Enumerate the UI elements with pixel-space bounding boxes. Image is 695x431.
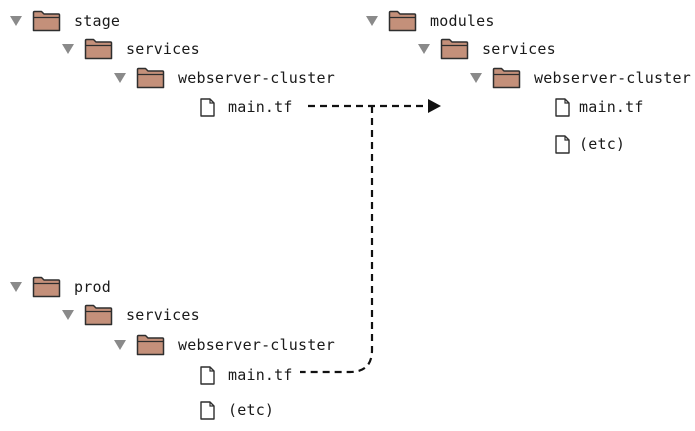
- triangle-down-icon[interactable]: [10, 282, 22, 292]
- tree-file-stage-main-tf[interactable]: main.tf: [200, 95, 293, 119]
- triangle-down-icon[interactable]: [62, 310, 74, 320]
- folder-label-webserver-cluster: webserver-cluster: [534, 69, 691, 87]
- folder-label-stage: stage: [74, 12, 121, 30]
- folder-icon: [136, 334, 165, 356]
- tree-file-prod-main-tf[interactable]: main.tf: [200, 363, 293, 387]
- file-label-etc: (etc): [579, 135, 626, 153]
- folder-label-services: services: [126, 40, 200, 58]
- triangle-down-icon[interactable]: [470, 73, 482, 83]
- folder-icon: [492, 67, 521, 89]
- folder-label-webserver-cluster: webserver-cluster: [178, 336, 335, 354]
- tree-node-stage-webserver-cluster[interactable]: webserver-cluster: [114, 66, 335, 90]
- triangle-down-icon[interactable]: [62, 44, 74, 54]
- folder-label-webserver-cluster: webserver-cluster: [178, 69, 335, 87]
- file-icon: [555, 97, 570, 117]
- file-label-main-tf: main.tf: [228, 98, 293, 116]
- file-icon: [200, 97, 215, 117]
- folder-label-prod: prod: [74, 278, 111, 296]
- triangle-down-icon[interactable]: [366, 16, 378, 26]
- triangle-down-icon[interactable]: [114, 340, 126, 350]
- tree-node-modules-webserver-cluster[interactable]: webserver-cluster: [470, 66, 691, 90]
- triangle-down-icon[interactable]: [418, 44, 430, 54]
- triangle-down-icon[interactable]: [10, 16, 22, 26]
- folder-icon: [136, 67, 165, 89]
- tree-node-modules[interactable]: modules: [366, 9, 495, 33]
- file-label-etc: (etc): [228, 401, 275, 419]
- folder-icon: [440, 38, 469, 60]
- file-icon: [555, 134, 570, 154]
- folder-icon: [32, 10, 61, 32]
- triangle-down-icon[interactable]: [114, 73, 126, 83]
- tree-node-stage-services[interactable]: services: [62, 37, 200, 61]
- file-icon: [200, 365, 215, 385]
- arrowhead-icon: [428, 99, 441, 113]
- folder-label-services: services: [482, 40, 556, 58]
- tree-file-modules-etc[interactable]: (etc): [555, 132, 625, 156]
- tree-node-prod-webserver-cluster[interactable]: webserver-cluster: [114, 333, 335, 357]
- tree-node-prod[interactable]: prod: [10, 275, 111, 299]
- folder-label-modules: modules: [430, 12, 495, 30]
- file-label-main-tf: main.tf: [579, 98, 644, 116]
- folder-icon: [84, 304, 113, 326]
- folder-icon: [84, 38, 113, 60]
- folder-label-services: services: [126, 306, 200, 324]
- tree-file-modules-main-tf[interactable]: main.tf: [555, 95, 644, 119]
- file-label-main-tf: main.tf: [228, 366, 293, 384]
- tree-node-modules-services[interactable]: services: [418, 37, 556, 61]
- dashed-connector-line: [300, 104, 428, 374]
- tree-node-stage[interactable]: stage: [10, 9, 120, 33]
- folder-icon: [388, 10, 417, 32]
- tree-file-prod-etc[interactable]: (etc): [200, 398, 274, 422]
- file-icon: [200, 400, 215, 420]
- folder-icon: [32, 276, 61, 298]
- tree-node-prod-services[interactable]: services: [62, 303, 200, 327]
